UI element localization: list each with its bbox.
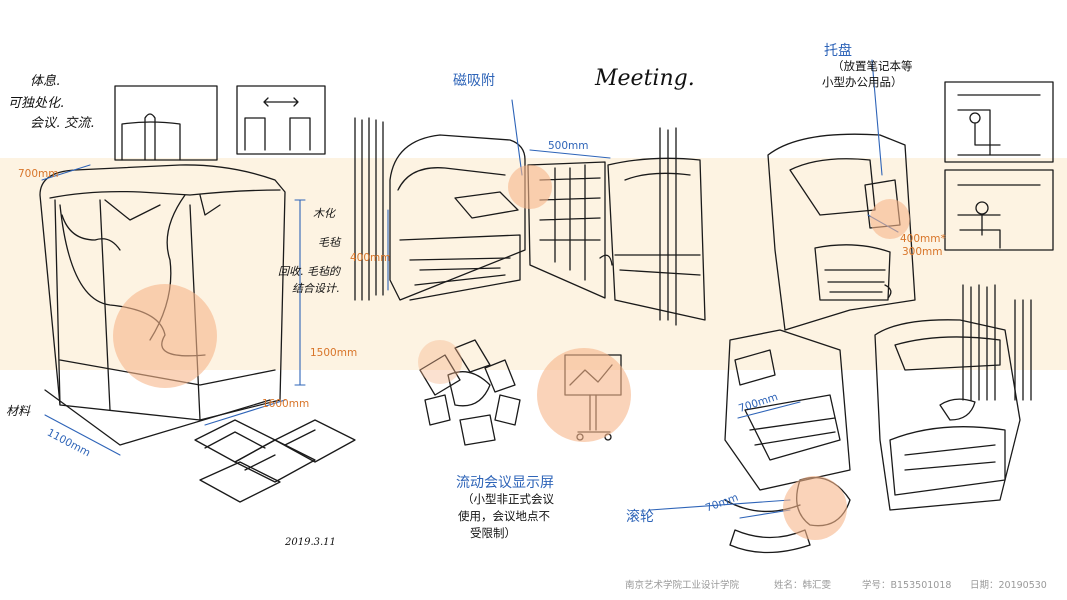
hand-note-3: 会议. 交流. [30, 116, 95, 131]
bottom-pods-sketch [724, 284, 1032, 554]
footer-student-id: 学号：B153501018 [862, 580, 952, 591]
sketch-date: 2019.3.11 [285, 537, 336, 548]
label-wheel: 滚轮 [626, 509, 654, 525]
material-note: 材料 [6, 404, 31, 418]
hand-note-right-4: 结合设计. [292, 282, 340, 295]
dimension-lines [41, 59, 899, 519]
tray-note-1: （放置笔记本等 [832, 59, 913, 73]
hand-note-1: 体息. [30, 74, 61, 89]
thumbnail-pod-sketch [114, 85, 326, 161]
right-thumbnails-sketch [944, 81, 1054, 251]
meeting-script: Meeting. [595, 66, 695, 91]
dim-700-top: 700mm [18, 168, 59, 180]
hand-note-right-3: 回收. 毛毡的 [278, 265, 340, 278]
display-note-3: 受限制） [470, 526, 516, 540]
floor-tiles-sketch [194, 419, 356, 503]
dim-400-tray: 400mm* [900, 233, 946, 245]
display-note-2: 使用，会议地点不 [458, 509, 550, 523]
tray-pod-sketch [767, 133, 916, 331]
hand-note-right-1: 木化 [313, 207, 335, 220]
footer-name: 姓名：韩汇雯 [774, 580, 832, 591]
label-tray: 托盘 [824, 43, 852, 59]
label-display: 流动会议显示屏 [456, 475, 554, 491]
meeting-chairs-sketch [419, 339, 521, 446]
highlight-circles [113, 165, 910, 540]
footer-date: 日期：20190530 [970, 580, 1047, 591]
hand-note-right-2: 毛毡 [318, 236, 340, 249]
display-note-1: （小型非正式会议 [462, 492, 554, 506]
label-magnetic: 磁吸附 [453, 73, 495, 89]
dim-1600: 1600mm [262, 398, 310, 410]
dim-500: 500mm [548, 140, 589, 152]
dim-1500: 1500mm [310, 347, 358, 359]
hand-note-2: 可独处化. [8, 96, 65, 111]
open-booth-sketch [354, 117, 706, 326]
footer-school: 南京艺术学院工业设计学院 [625, 580, 740, 591]
tray-note-2: 小型办公用品） [822, 75, 903, 89]
dim-400: 400mm [350, 252, 391, 264]
dim-300: 300mm [902, 246, 943, 258]
